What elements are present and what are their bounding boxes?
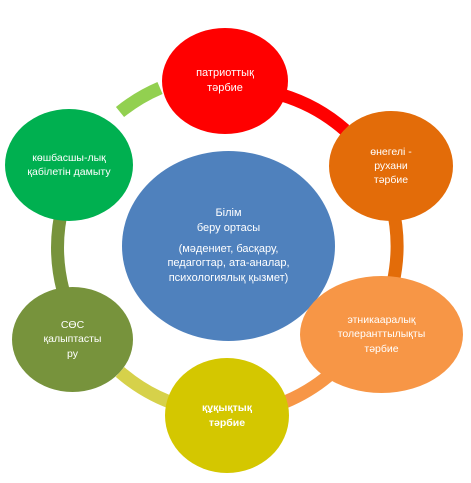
center-detail-line2: педагогтар, ата-аналар,	[167, 257, 290, 270]
node-healthy-lifestyle-formation: СӨС қалыптасты ру	[12, 287, 133, 392]
node-sos-line2: қалыптасты	[43, 333, 102, 346]
node-ethnic-line2: толеранттылықты	[337, 328, 426, 341]
center-circle-education-environment: Білім беру ортасы (мәдениет, басқару, пе…	[122, 151, 335, 341]
node-leadership-development: көшбасшы-лық қабілетін дамыту	[5, 109, 133, 221]
node-patriotic-education: патриоттық тәрбие	[162, 28, 288, 134]
node-legal-line1: құқықтық	[202, 402, 252, 415]
center-detail-line3: психологиялық қызмет)	[168, 272, 289, 285]
center-detail-line1: (мәдениет, басқару,	[178, 242, 279, 255]
node-legal-line2: тәрбие	[208, 416, 246, 429]
cycle-arc-leadership-patriotic	[115, 82, 163, 118]
node-moral-spiritual-education: өнегелі - рухани тәрбие	[329, 111, 453, 221]
node-interethnic-tolerance-education: этникааралық толеранттылықты тәрбие	[300, 276, 463, 393]
node-legal-education: құқықтық тәрбие	[165, 358, 289, 473]
node-leadership-line2: қабілетін дамыту	[27, 166, 111, 178]
node-ethnic-line3: тәрбие	[364, 342, 399, 355]
node-patriotic-line1: патриоттық	[196, 67, 254, 80]
node-sos-line3: ру	[67, 347, 78, 360]
node-patriotic-line2: тәрбие	[207, 82, 243, 94]
node-moral-line2: рухани	[374, 159, 408, 172]
node-moral-line1: өнегелі -	[370, 145, 412, 158]
center-title-line1: Білім	[215, 206, 242, 219]
node-ethnic-line1: этникааралық	[347, 314, 416, 327]
node-sos-line1: СӨС	[60, 319, 85, 332]
center-title-line2: беру ортасы	[196, 221, 261, 234]
node-leadership-line1: көшбасшы-лық	[32, 151, 106, 164]
node-moral-line3: тәрбие	[373, 174, 409, 187]
cycle-arc-patriotic-moral	[279, 88, 350, 135]
